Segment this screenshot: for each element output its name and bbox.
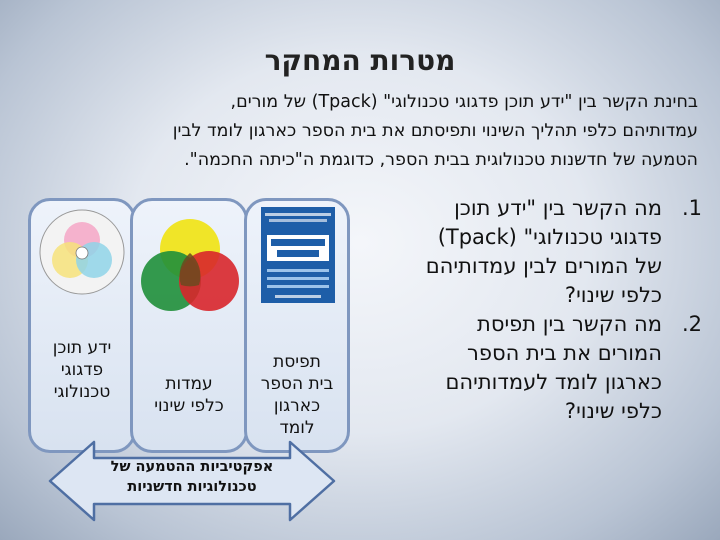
question-number: 2. (681, 312, 702, 336)
double-arrow-icon (48, 440, 336, 522)
intro-line: הטמעה של חדשנות טכנולוגית בבית הספר, כדו… (184, 150, 698, 170)
question-line: המורים את בית הספר (466, 341, 662, 365)
intro-line: בחינת הקשר בין "ידע תוכן פדגוגי טכנולוגי… (230, 92, 698, 112)
question-number: 1. (681, 196, 702, 220)
tpack-label: ידע תוכן פדגוגי טכנולוגי (52, 338, 112, 402)
question-2: 2. מה הקשר בין תפיסת המורים את בית הספר … (370, 310, 702, 426)
question-line: של המורים לבין עמדותיהם (425, 254, 662, 278)
question-line: כלפי שינוי? (564, 399, 662, 423)
intro-paragraph: בחינת הקשר בין "ידע תוכן פדגוגי טכנולוגי… (8, 88, 698, 175)
question-line: כלפי שינוי? (564, 283, 662, 307)
learning-org-panel: תפיסת בית הספר כארגון לומד (244, 198, 350, 453)
slide-title: מטרות המחקר (264, 44, 456, 77)
attitudes-label: עמדות כלפי שינוי (154, 374, 224, 416)
attitudes-venn-icon (141, 219, 239, 311)
question-line: כארגון לומד לעמדותיהם (445, 370, 662, 394)
research-questions: 1. מה הקשר בין "ידע תוכן פדגוגי טכנולוגי… (370, 194, 702, 426)
learning-org-label: תפיסת בית הספר כארגון לומד (260, 352, 334, 438)
question-line: מה הקשר בין תפיסת (477, 312, 662, 336)
tpack-panel: ידע תוכן פדגוגי טכנולוגי (28, 198, 136, 453)
question-line: מה הקשר בין "ידע תוכן (454, 196, 662, 220)
arrow-label: אפקטיביות ההטמעה של טכנולוגיות חדשניות (110, 459, 274, 495)
book-cover-icon (261, 207, 335, 303)
attitudes-panel: עמדות כלפי שינוי (130, 198, 248, 453)
tpack-venn-icon (39, 209, 125, 295)
question-1: 1. מה הקשר בין "ידע תוכן פדגוגי טכנולוגי… (370, 194, 702, 310)
question-line: פדגוגי טכנולוגי" (Tpack) (437, 225, 662, 249)
intro-line: עמדותיהם כלפי תהליך השינוי ותפיסתם את בי… (172, 121, 698, 141)
